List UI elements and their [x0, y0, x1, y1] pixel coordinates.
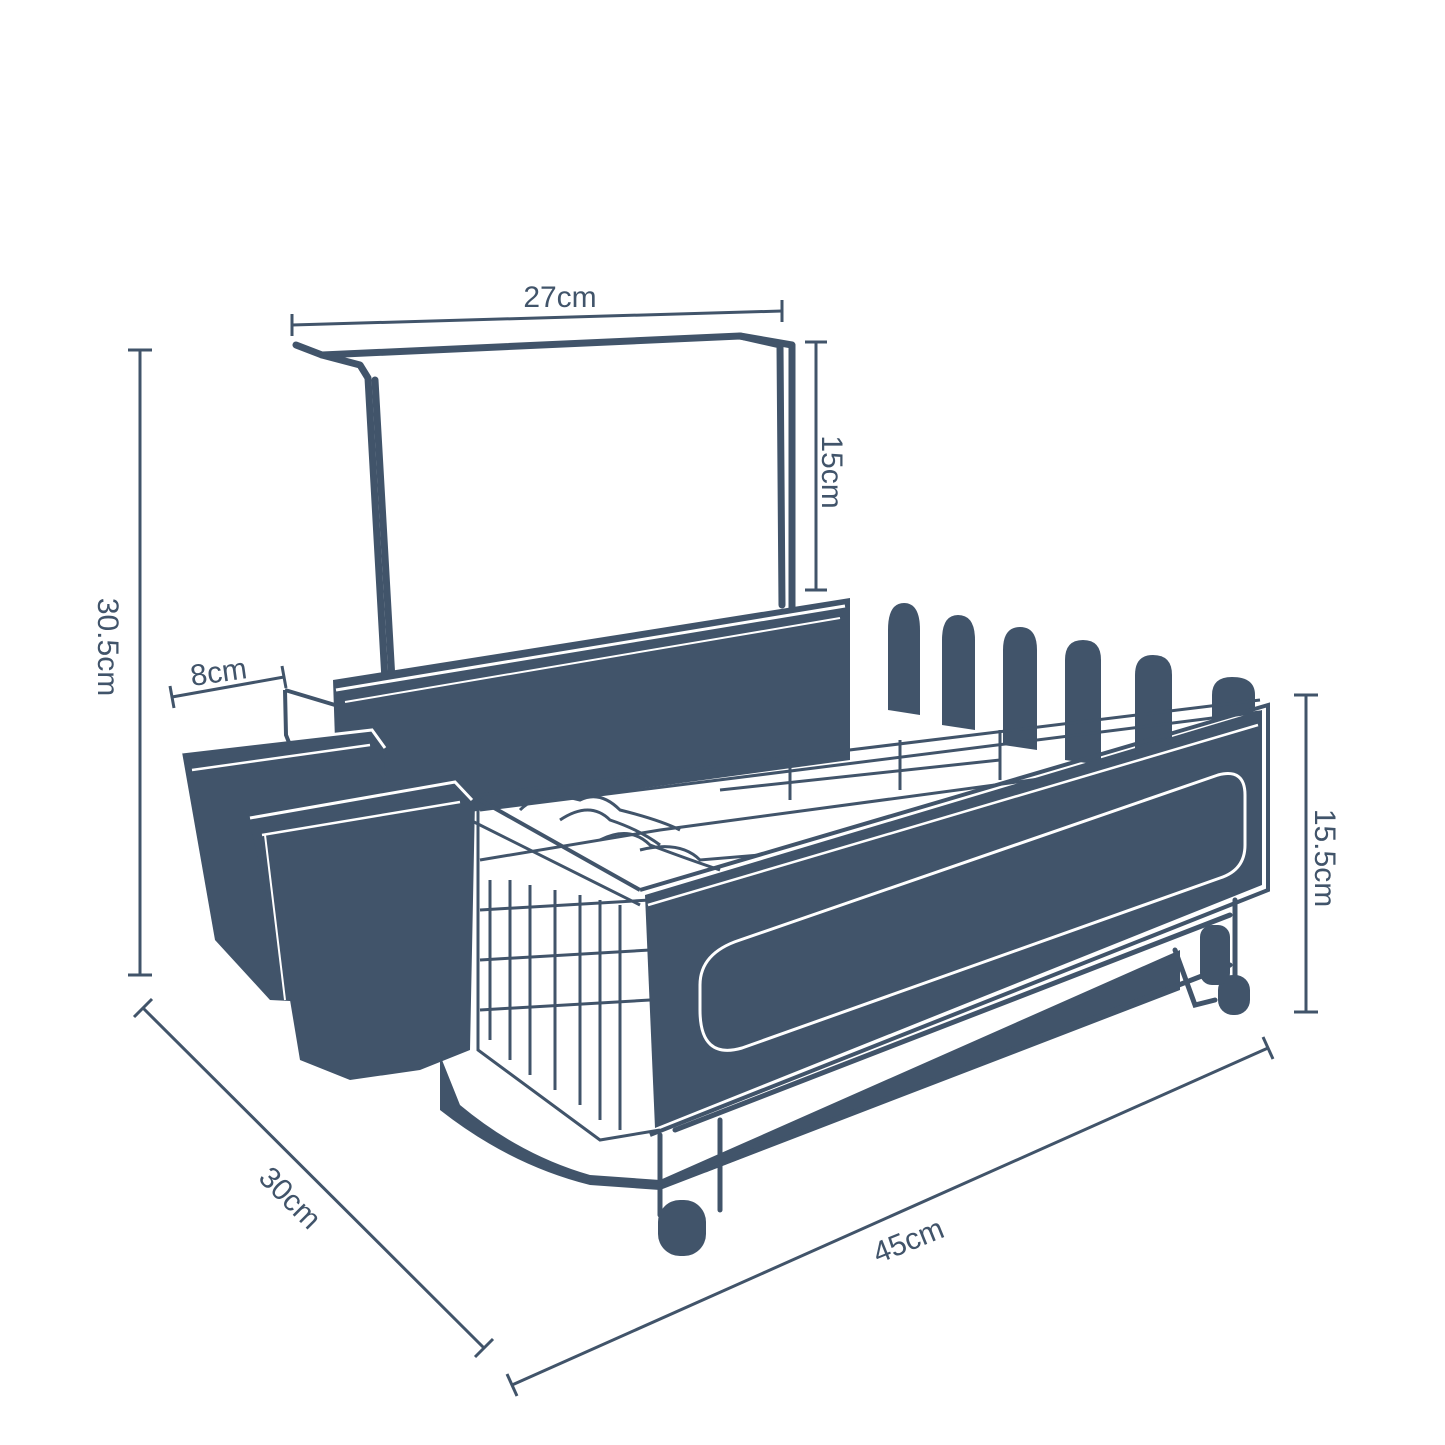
- label-cup-width: 8cm: [188, 652, 249, 693]
- divider-fin: [1003, 627, 1037, 750]
- length-line: [511, 1046, 1269, 1387]
- back-panel: [333, 598, 850, 830]
- side-rail: [479, 798, 641, 892]
- dish-rack-illustration: [181, 332, 1270, 1256]
- label-rack-height: 15.5cm: [1308, 809, 1341, 907]
- divider-fin: [942, 615, 975, 730]
- foot: [1218, 975, 1250, 1015]
- front-panel-window: [698, 772, 1247, 1052]
- divider-fin: [1212, 677, 1255, 720]
- foot: [1200, 925, 1230, 985]
- feet: [658, 925, 1250, 1256]
- cup-width-line: [171, 675, 285, 699]
- base-frame: [657, 897, 1238, 1218]
- foot: [658, 1200, 706, 1256]
- hanger-width-line: [291, 309, 783, 327]
- divider-fin: [1065, 640, 1101, 765]
- utensil-cup-front: [248, 780, 475, 1080]
- label-total-height: 30.5cm: [91, 598, 124, 696]
- towel-hanger: [292, 332, 796, 684]
- label-depth: 30cm: [252, 1161, 327, 1236]
- label-hanger-width: 27cm: [523, 281, 596, 314]
- label-hanger-height: 15cm: [815, 435, 848, 508]
- utensil-caddy: [181, 688, 475, 1080]
- divider-fin: [888, 603, 920, 715]
- front-panel-frame: [639, 702, 1270, 1137]
- dimension-lines: [128, 300, 1318, 1397]
- depth-line: [141, 1006, 486, 1350]
